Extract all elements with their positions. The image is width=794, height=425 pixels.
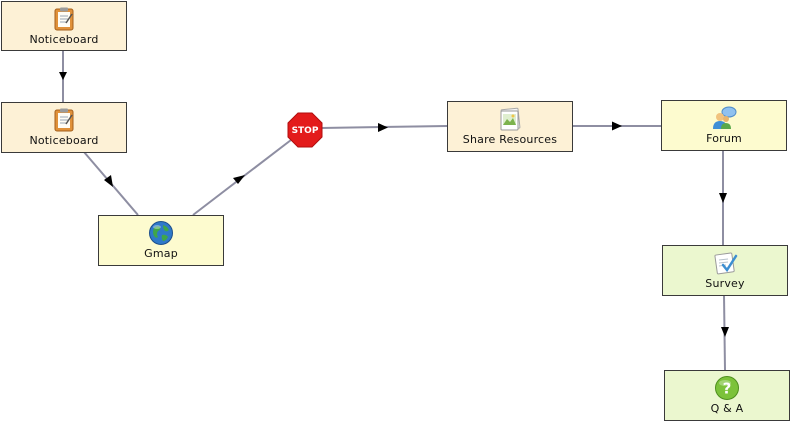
arrowhead	[719, 193, 727, 203]
edge-forum-survey[interactable]	[719, 151, 727, 245]
stop-sign-icon[interactable]: STOP	[287, 112, 323, 148]
node-label: Noticeboard	[29, 33, 99, 46]
picture-icon	[500, 107, 521, 131]
node-gmap[interactable]: Gmap	[98, 215, 224, 266]
clipboard-icon	[54, 7, 74, 31]
edge-noticeboard1-noticeboard2[interactable]	[59, 51, 67, 102]
edge-stop-share-resources[interactable]	[320, 123, 448, 132]
arrowhead	[378, 123, 388, 132]
arrowhead	[59, 72, 67, 80]
arrowhead	[612, 121, 622, 131]
edge-noticeboard2-gmap[interactable]	[83, 151, 139, 216]
arrowhead	[721, 327, 729, 337]
node-label: Noticeboard	[29, 134, 99, 147]
node-label: Share Resources	[462, 133, 558, 146]
arrowhead	[233, 175, 245, 184]
edge-gmap-stop[interactable]	[192, 139, 292, 216]
edge-share-resources-forum[interactable]	[572, 121, 661, 131]
arrowhead	[104, 175, 113, 187]
chat-users-icon	[713, 106, 737, 129]
node-forum[interactable]: Forum	[661, 100, 787, 151]
globe-icon	[149, 221, 173, 245]
node-noticeboard-2[interactable]: Noticeboard	[1, 102, 127, 153]
clipboard-icon	[54, 108, 74, 132]
edge-survey-qa[interactable]	[721, 294, 729, 371]
node-survey[interactable]: Survey	[662, 245, 788, 296]
node-label: Forum	[706, 132, 742, 145]
node-noticeboard-1[interactable]: Noticeboard	[1, 1, 127, 51]
stop-label: STOP	[292, 126, 319, 136]
question-icon: ?	[715, 376, 739, 400]
svg-text:?: ?	[723, 380, 732, 398]
survey-checklist-icon	[714, 252, 738, 275]
node-qa[interactable]: ? Q & A	[664, 370, 790, 421]
node-label: Survey	[705, 277, 745, 290]
node-share-resources[interactable]: Share Resources	[447, 101, 573, 152]
node-label: Q & A	[710, 402, 744, 415]
node-label: Gmap	[144, 247, 178, 260]
